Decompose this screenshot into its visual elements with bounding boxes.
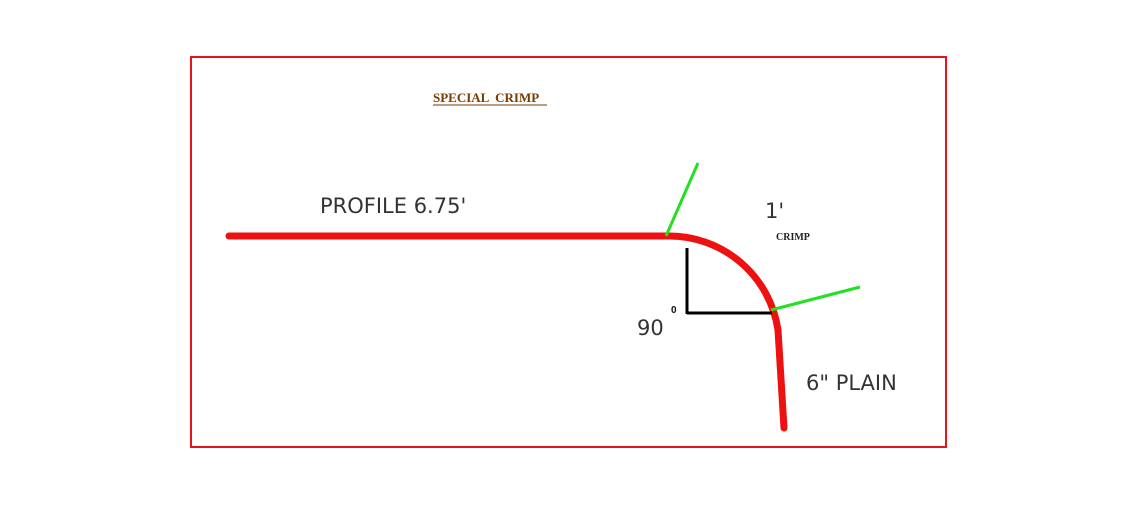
- profile-label: PROFILE 6.75': [320, 194, 466, 218]
- angle-degree-mark: 0: [671, 305, 677, 316]
- diagram-title: SPECIAL CRIMP: [433, 90, 539, 105]
- crimp-end-marker: [770, 285, 861, 312]
- profile-line: [225, 232, 788, 432]
- crimp-label: CRIMP: [776, 232, 810, 243]
- crimp-start-marker: [664, 162, 700, 237]
- angle-value-label: 90: [637, 316, 664, 340]
- plain-label: 6" PLAIN: [806, 371, 897, 395]
- diagram-frame: [190, 56, 947, 448]
- crimp-length-label: 1': [765, 199, 784, 223]
